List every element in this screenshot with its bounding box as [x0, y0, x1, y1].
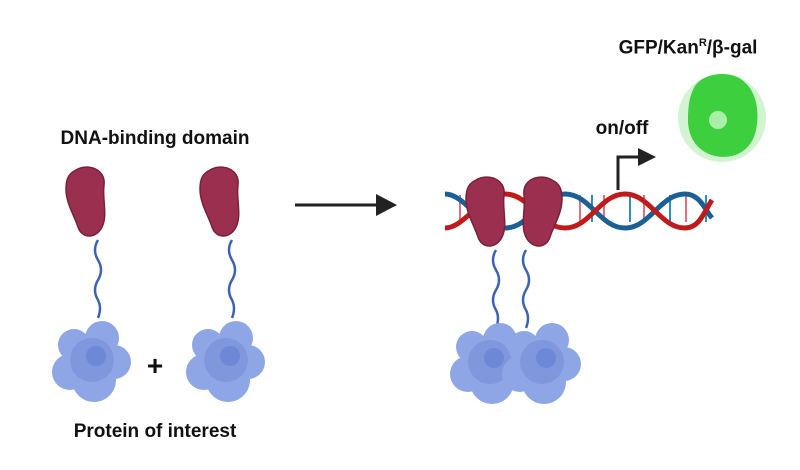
dbd-protein-2 [186, 166, 265, 402]
reaction-arrow [295, 194, 397, 216]
reporter-label: GFP/KanR/β-gal [619, 37, 758, 59]
dbd-protein-1 [52, 166, 131, 402]
gfp-reporter [678, 74, 766, 162]
dna-binding-domain-label: DNA-binding domain [60, 128, 250, 149]
on-off-label: on/off [595, 118, 649, 139]
promoter-arrow [616, 148, 656, 190]
bound-dbd-protein-1 [450, 176, 529, 404]
reporter-label-suffix: /β-gal [706, 37, 758, 59]
protein-of-interest-label: Protein of interest [73, 421, 237, 442]
bound-dbd-protein-2 [502, 176, 581, 404]
plus-sign: + [146, 350, 164, 381]
reporter-label-prefix: GFP/Kan [618, 37, 699, 59]
reporter-label-superscript: R [698, 37, 707, 49]
